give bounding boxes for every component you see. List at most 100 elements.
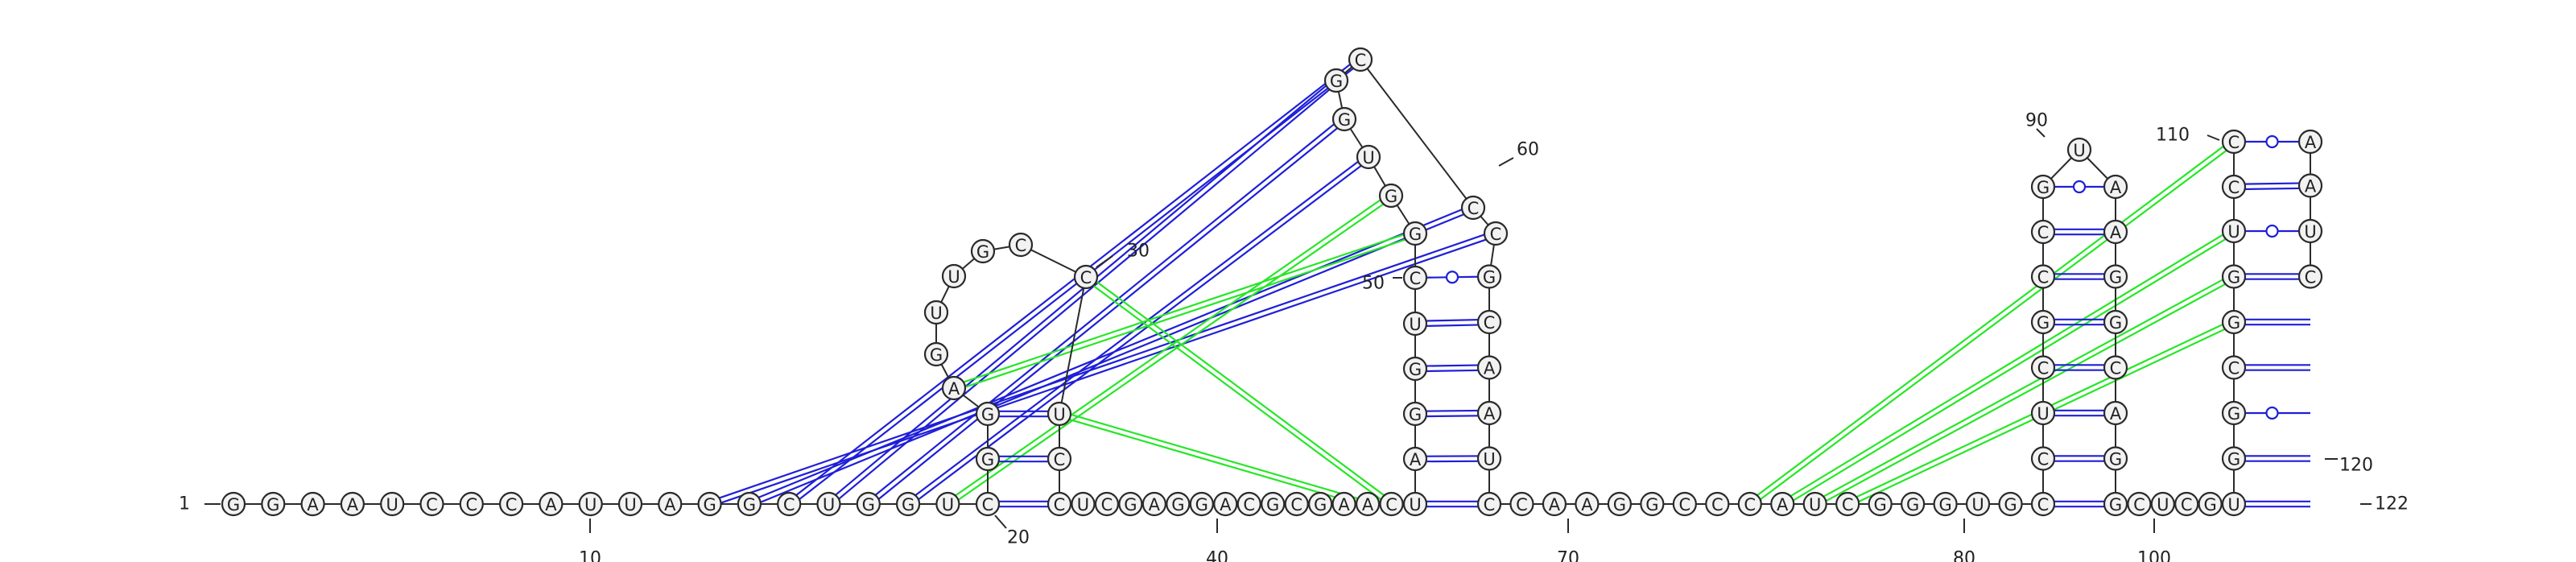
nucleotide-96: C xyxy=(2103,355,2128,380)
nucleotide-37: G xyxy=(1166,491,1191,517)
nucleotide-letter: A xyxy=(307,495,319,514)
nucleotide-14: G xyxy=(737,491,762,517)
nucleotide-letter: G xyxy=(1409,360,1422,379)
base-pair-84-98 xyxy=(2043,455,2116,462)
nucleotide-letter: U xyxy=(584,495,597,514)
base-pair-83-99 xyxy=(2043,500,2116,508)
position-label-1: 1 xyxy=(179,494,190,514)
nucleotide-letter: G xyxy=(981,405,994,424)
nucleotide-89: C xyxy=(2030,219,2056,245)
nucleotide-letter: G xyxy=(981,450,994,469)
nucleotide-73: C xyxy=(1705,491,1730,517)
nucleotide-letter: C xyxy=(1484,313,1496,333)
nucleotide-letter: G xyxy=(930,345,943,365)
nucleotide-98: G xyxy=(2103,446,2128,471)
position-tick-110 xyxy=(2207,134,2220,141)
nucleotide-56: G xyxy=(1331,106,1357,132)
nucleotide-letter: G xyxy=(2037,313,2050,333)
nucleotide-6: C xyxy=(419,491,444,517)
nucleotide-40: C xyxy=(1236,491,1261,517)
nucleotide-71: G xyxy=(1640,491,1665,517)
nucleotide-44: A xyxy=(1331,491,1356,517)
nucleotide-letter: C xyxy=(1243,495,1255,514)
nucleotide-94: G xyxy=(2103,264,2128,289)
nucleotide-letter: U xyxy=(2037,404,2049,424)
nucleotide-letter: G xyxy=(2227,404,2240,424)
position-label-90: 90 xyxy=(2025,111,2048,131)
base-pair-104-121 xyxy=(2234,500,2310,508)
position-label-40: 40 xyxy=(1206,549,1228,562)
nucleotide-33: U xyxy=(1071,491,1096,517)
nucleotide-letter: C xyxy=(2037,223,2050,242)
nucleotide-66: C xyxy=(1476,491,1502,517)
nucleotide-109: G xyxy=(2221,264,2247,289)
base-pair-105-120 xyxy=(2234,455,2310,462)
nucleotide-25: U xyxy=(923,300,949,325)
nucleotide-50: G xyxy=(1402,356,1428,382)
nucleotide-12: A xyxy=(658,491,683,517)
position-label-120: 120 xyxy=(2339,456,2373,476)
base-pair-50-63 xyxy=(1414,364,1490,373)
nucleotide-45: A xyxy=(1355,491,1381,517)
nucleotide-letter: G xyxy=(227,495,240,514)
nucleotide-24: G xyxy=(923,341,949,367)
nucleotide-letter: U xyxy=(930,304,942,323)
nucleotide-letter: A xyxy=(1484,359,1496,378)
nucleotide-29: C xyxy=(1073,264,1099,290)
nucleotide-83: C xyxy=(2030,491,2056,517)
nucleotide-letter: C xyxy=(1080,268,1092,287)
nucleotide-letter: G xyxy=(1906,495,1919,514)
nucleotide-letter: A xyxy=(2110,223,2122,242)
nucleotide-letter: A xyxy=(1549,495,1561,514)
nucleotide-letter: G xyxy=(2037,178,2050,197)
backbone-segment xyxy=(1360,59,1474,209)
nucleotide-letter: G xyxy=(2227,450,2240,469)
pseudoknot-line-13-60 xyxy=(708,229,1497,508)
nucleotide-letter: C xyxy=(2228,359,2240,378)
nucleotide-letter: U xyxy=(823,495,835,514)
nucleotide-letter: A xyxy=(2110,178,2122,197)
nucleotide-104: U xyxy=(2221,491,2247,517)
nucleotide-72: C xyxy=(1672,491,1697,517)
nucleotide-letter: C xyxy=(1410,269,1422,288)
nucleotide-84: C xyxy=(2030,446,2056,471)
nucleotide-107: C xyxy=(2221,355,2247,380)
nucleotide-20: C xyxy=(975,491,1001,517)
pseudoknot-line-19-54 xyxy=(945,192,1393,507)
pseudoknot-line-16-57 xyxy=(826,77,1339,507)
base-pair-48-65 xyxy=(1414,455,1490,463)
nucleotide-58: C xyxy=(1348,47,1373,72)
nucleotide-3: A xyxy=(300,491,325,517)
pseudoknot-line-76-109 xyxy=(1813,273,2236,507)
nucleotide-9: A xyxy=(539,491,564,517)
nucleotide-54: G xyxy=(1378,183,1404,209)
nucleotide-114: A xyxy=(2297,173,2323,198)
nucleotide-letter: A xyxy=(1484,404,1496,424)
base-pair-21-31 xyxy=(988,455,1059,463)
pseudoknot-line-17-56 xyxy=(866,116,1347,507)
nucleotide-letter: U xyxy=(1053,405,1065,424)
nucleotide-letter: G xyxy=(2004,495,2017,514)
nucleotide-67: C xyxy=(1509,491,1534,517)
nucleotide-letter: C xyxy=(1355,51,1367,70)
nucleotide-78: G xyxy=(1868,491,1893,517)
nucleotide-letter: A xyxy=(1777,495,1789,514)
nucleotide-letter: G xyxy=(1613,495,1626,514)
nucleotide-letter: C xyxy=(2181,495,2193,514)
nucleotide-112: C xyxy=(2221,129,2247,155)
nucleotide-32: C xyxy=(1046,491,1072,517)
nucleotide-letter: C xyxy=(1842,495,1854,514)
nucleotide-letter: U xyxy=(624,495,636,514)
nucleotide-57: G xyxy=(1323,68,1349,93)
nucleotide-49: G xyxy=(1402,401,1428,427)
nucleotide-letter: G xyxy=(703,495,716,514)
nucleotide-87: G xyxy=(2030,309,2056,335)
nucleotide-97: A xyxy=(2103,400,2128,426)
nucleotide-13: G xyxy=(697,491,722,517)
nucleotide-letter: A xyxy=(664,495,676,514)
nucleotide-53: G xyxy=(1402,221,1428,246)
nucleotide-100: C xyxy=(2127,491,2152,517)
pseudoknot-line-30-45 xyxy=(1058,410,1369,508)
nucleotide-62: C xyxy=(1476,309,1502,335)
nucleotide-59: C xyxy=(1460,195,1486,221)
